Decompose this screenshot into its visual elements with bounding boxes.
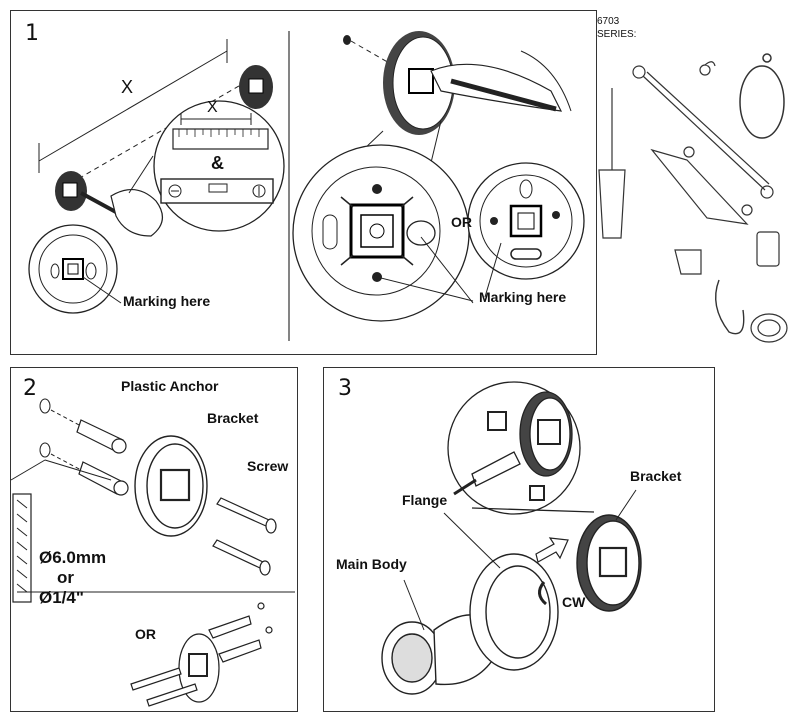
bracket-marking-detail-left bbox=[28, 224, 122, 314]
towel-ring bbox=[739, 53, 785, 139]
step-number: 1 bbox=[25, 21, 39, 46]
paper-holder bbox=[674, 249, 702, 275]
drill-size-inch: Ø1/4" bbox=[39, 588, 84, 607]
bracket-marking-detail-large bbox=[292, 120, 470, 322]
step-number: 3 bbox=[338, 376, 352, 401]
dimension-x-label: X bbox=[121, 77, 134, 97]
flange-label: Flange bbox=[402, 492, 448, 508]
bracket-marking-detail-alt bbox=[467, 162, 585, 280]
drill-size-or: or bbox=[57, 568, 74, 587]
ruler bbox=[172, 128, 269, 150]
bracket-label: Bracket bbox=[630, 468, 682, 484]
marking-label-right: Marking here bbox=[479, 289, 567, 305]
towel-bar bbox=[632, 65, 774, 199]
screw-top bbox=[216, 497, 277, 534]
wall-plate-right bbox=[239, 65, 273, 109]
and-symbol: & bbox=[211, 153, 224, 173]
bracket-engagement-detail bbox=[447, 381, 595, 515]
glass-shelf bbox=[650, 146, 753, 225]
step-3-panel: 3 bbox=[323, 367, 715, 712]
robe-hook bbox=[699, 61, 716, 76]
step-number: 2 bbox=[23, 376, 37, 401]
step-2-illustration bbox=[10, 398, 295, 707]
alt-assembly bbox=[130, 602, 273, 707]
plastic-anchor-bottom bbox=[78, 461, 129, 496]
series-info: 6703 SERIES: bbox=[597, 10, 797, 360]
or-label: OR bbox=[451, 214, 472, 230]
plastic-anchor-top bbox=[76, 419, 127, 454]
rotation-arrow bbox=[538, 581, 548, 606]
ruler-x-label: X bbox=[207, 99, 218, 116]
hand-towel-hook bbox=[715, 279, 745, 335]
dimension-line bbox=[38, 50, 228, 162]
step-1-illustration bbox=[28, 31, 585, 341]
screw-label: Screw bbox=[247, 458, 289, 474]
tumbler bbox=[756, 231, 780, 267]
marking-label-left: Marking here bbox=[123, 293, 211, 309]
plastic-anchor-label: Plastic Anchor bbox=[121, 378, 219, 394]
ruler-level-detail bbox=[128, 100, 285, 232]
step-1-panel: 1 bbox=[10, 10, 597, 355]
bracket bbox=[576, 514, 642, 612]
bracket-label: Bracket bbox=[207, 410, 259, 426]
bracket-wall-with-pencil bbox=[343, 31, 572, 135]
or-label: OR bbox=[135, 626, 156, 642]
step-2-panel: 2 bbox=[10, 367, 298, 712]
bracket bbox=[134, 435, 208, 537]
main-body-label: Main Body bbox=[336, 556, 407, 572]
series-accessories-illustration bbox=[598, 53, 788, 343]
toilet-brush bbox=[598, 88, 626, 239]
soap-dish bbox=[750, 313, 788, 343]
drill-size-mm: Ø6.0mm bbox=[39, 548, 107, 567]
series-model: 6703 bbox=[597, 16, 620, 27]
series-label: SERIES: bbox=[597, 29, 637, 40]
flange bbox=[469, 553, 559, 671]
wall-plate-left bbox=[55, 171, 87, 211]
drill-bit-detail bbox=[10, 459, 112, 603]
direction-arrow bbox=[535, 537, 569, 563]
screw-bottom bbox=[212, 539, 271, 576]
pencil-hand bbox=[80, 189, 163, 237]
rotation-label: CW bbox=[562, 594, 586, 610]
step-3-illustration bbox=[381, 381, 642, 695]
